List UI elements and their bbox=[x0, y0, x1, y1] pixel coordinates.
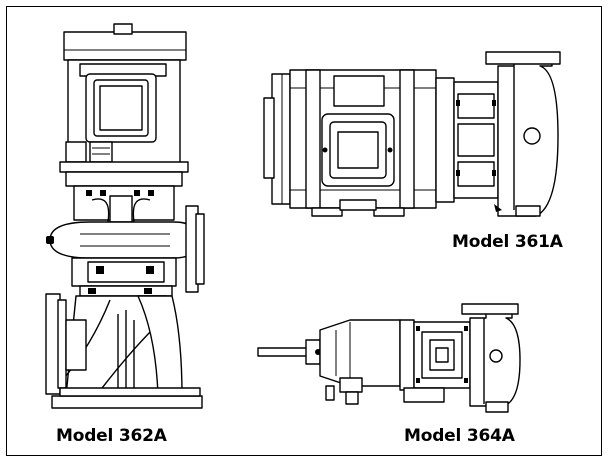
model-364a-caption: Model 364A bbox=[404, 426, 515, 446]
figure-frame bbox=[6, 6, 602, 456]
model-361a-caption: Model 361A bbox=[452, 232, 563, 252]
model-362a-caption: Model 362A bbox=[56, 426, 167, 446]
model-364a-drawing bbox=[257, 303, 521, 413]
model-361a-drawing bbox=[263, 51, 561, 217]
model-362a-drawing bbox=[45, 23, 205, 409]
